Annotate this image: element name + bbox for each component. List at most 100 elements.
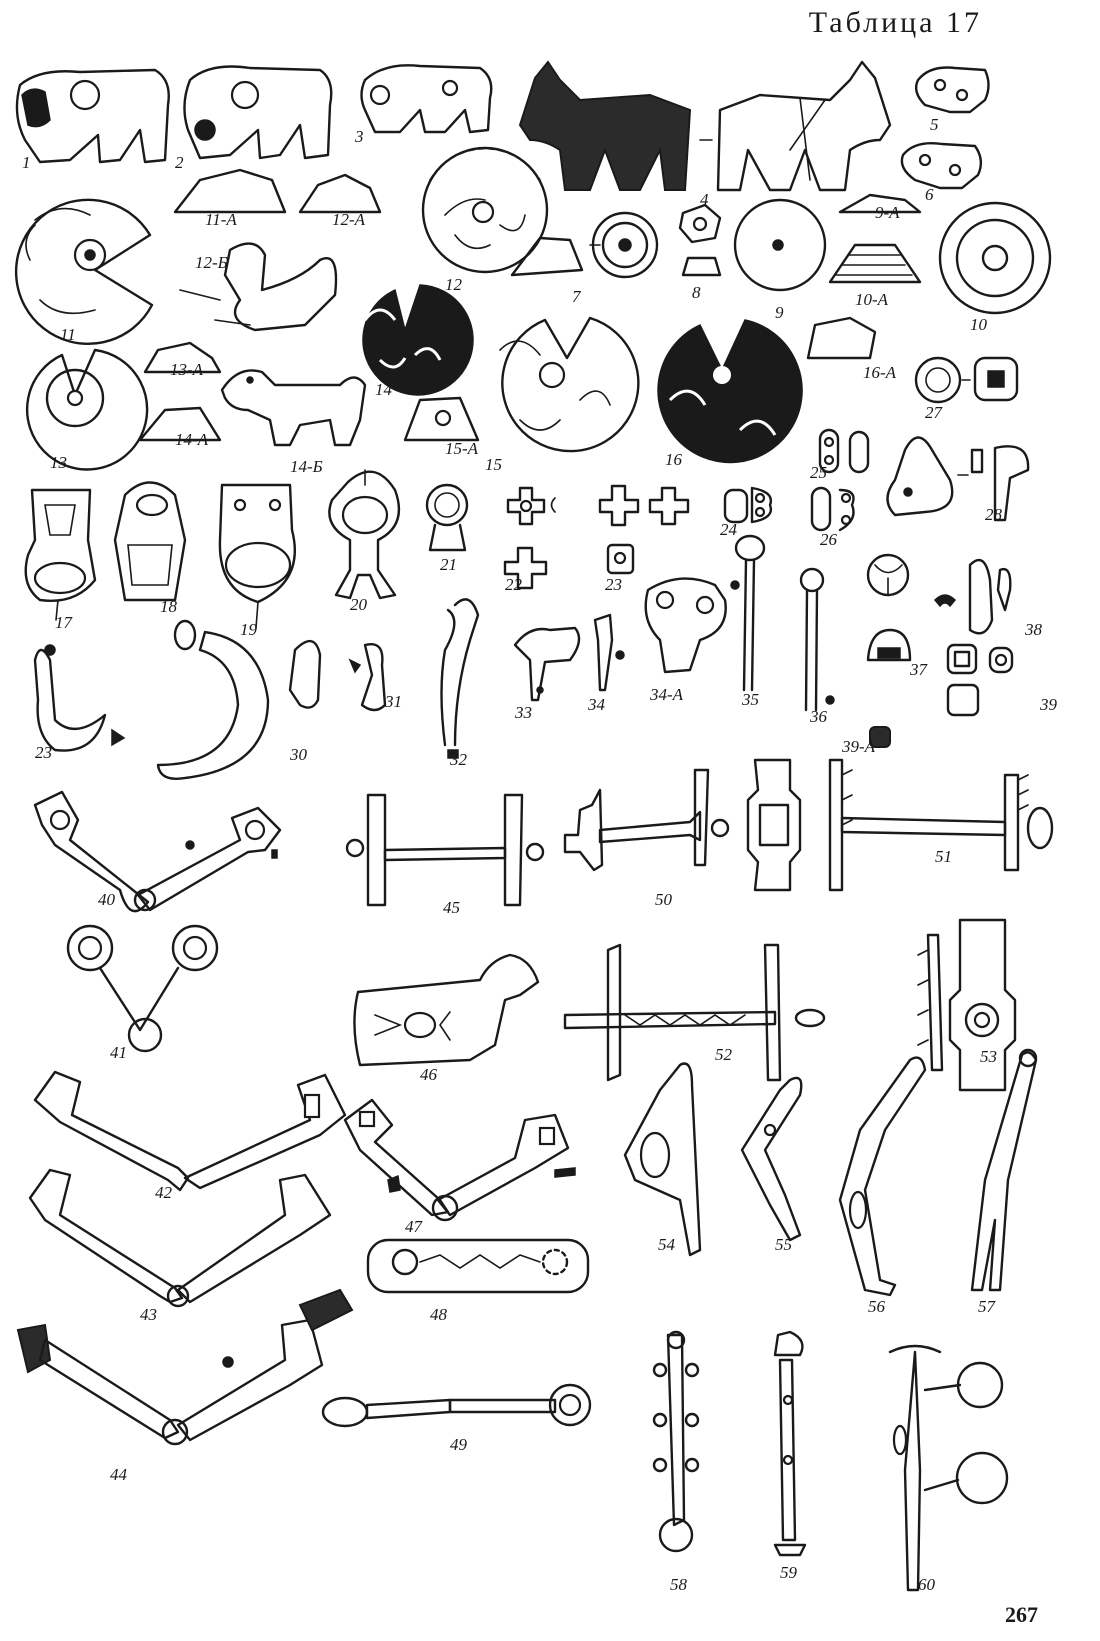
figure-label: 49 (450, 1435, 468, 1454)
figure-11-openwork-disc (14, 198, 154, 345)
figure-label: 12 (445, 275, 463, 294)
figure-label: 47 (405, 1217, 424, 1236)
figure-label: 4 (700, 190, 709, 209)
figure-39-square-beads (946, 643, 1014, 717)
figure-label: 23 (605, 575, 622, 594)
figure-label: 52 (715, 1045, 733, 1064)
figure-label: 5 (930, 115, 939, 134)
figure-25-figure-eight (818, 428, 870, 474)
figure-2-animal-plaque (183, 65, 333, 160)
figure-54-cheekpiece (623, 1062, 702, 1257)
page-number: 267 (1005, 1602, 1038, 1627)
figure-label: 19 (240, 620, 258, 639)
figure-label: 44 (110, 1465, 128, 1484)
figure-8-small-cap (678, 203, 722, 277)
figure-40-snaffle-bit (33, 790, 282, 913)
figure-26-figure-eight (810, 486, 855, 532)
figure-label: 10 (970, 315, 988, 334)
figure-6-small-plaque (900, 141, 983, 190)
figure-23-crescent-hook (33, 644, 126, 752)
figure-21-ring-fitting (425, 483, 469, 552)
figure-label: 23 (35, 743, 52, 762)
figure-label: 21 (440, 555, 457, 574)
figure-label: 15 (485, 455, 502, 474)
figure-47-bit-with-square-ends (343, 1098, 576, 1222)
figure-label: 16 (665, 450, 683, 469)
figure-label: 11 (60, 325, 76, 344)
figure-label: 14-Б (290, 457, 323, 476)
figure-label: 31 (384, 692, 402, 711)
figure-label: 37 (909, 660, 929, 679)
figure-51-bit-with-spiked-cheekpieces (746, 758, 1054, 892)
figure-label: 36 (809, 707, 828, 726)
figure-16A-profile (806, 316, 877, 360)
figure-52-twisted-bit (563, 943, 826, 1082)
figure-13-disc (25, 348, 149, 471)
figure-55-cheekpiece (740, 1076, 803, 1242)
figure-label: 59 (780, 1563, 798, 1582)
figure-43-bit (28, 1168, 332, 1308)
figure-label: 15-А (445, 439, 479, 458)
figure-30-crescent-tusk (156, 619, 270, 780)
figure-label: 38 (1024, 620, 1043, 639)
figure-19-buckle (218, 483, 296, 629)
figure-label: 51 (935, 847, 952, 866)
figure-label: 40 (98, 890, 116, 909)
figure-44-bit (16, 1288, 354, 1446)
figure-label: 18 (160, 597, 178, 616)
figure-label: 10-А (855, 290, 889, 309)
figure-39A-square-bead (869, 726, 891, 748)
figure-34-small-pin (593, 613, 625, 692)
figure-37-bead (866, 553, 912, 662)
figure-58-cheekpiece-with-knobs (652, 1330, 700, 1553)
figure-label: 22 (505, 575, 523, 594)
figure-label: 34 (587, 695, 606, 714)
figure-label: 20 (350, 595, 368, 614)
figure-3-animal-plaque (360, 64, 493, 134)
figure-label: 12-А (332, 210, 366, 229)
figure-36-ring-pin (799, 567, 835, 712)
figure-label: 55 (775, 1235, 792, 1254)
figure-label: 24 (720, 520, 738, 539)
figure-label: 35 (741, 690, 759, 709)
figure-31-curved-fitting (288, 640, 387, 712)
figure-28-pendant-pair (886, 436, 1030, 522)
figure-60-cheekpiece-with-discs (888, 1344, 1009, 1592)
figure-label: 27 (925, 403, 944, 422)
figure-label: 9-А (875, 203, 900, 222)
figure-label: 14 (375, 380, 393, 399)
figure-24-double-button (723, 486, 773, 524)
figure-14A-profile (138, 406, 222, 442)
figure-9A-profile (838, 193, 922, 214)
figure-14B-beast-drawing (220, 369, 367, 447)
figure-label: 39-А (841, 737, 876, 756)
figure-20-strap-fitting (328, 469, 401, 600)
figure-32-s-hook (440, 598, 480, 759)
figure-38-hook (933, 558, 1012, 635)
figure-34A-animal-head (644, 577, 727, 674)
figure-22-cross-fitting (503, 486, 556, 590)
figure-label: 48 (430, 1305, 448, 1324)
figure-label: 60 (918, 1575, 936, 1594)
plate-title: Таблица 17 (808, 6, 982, 39)
figure-label: 26 (820, 530, 838, 549)
figure-35-ring-pin (730, 534, 766, 692)
figure-7-cone-and-ring (510, 211, 659, 279)
figure-16-black-disc (657, 319, 803, 464)
figure-label: 45 (443, 898, 460, 917)
figure-label: 34-А (649, 685, 684, 704)
figure-15A-profile (403, 396, 480, 442)
figure-56-cheekpiece (838, 1056, 927, 1297)
figure-4-horse-figurines (518, 60, 892, 192)
figure-label: 7 (572, 287, 582, 306)
figure-label: 6 (925, 185, 934, 204)
figure-33-animal-pin (513, 626, 581, 702)
figure-label: 54 (658, 1235, 676, 1254)
figure-label: 25 (810, 463, 827, 482)
figure-12-disc (421, 146, 549, 274)
figure-label: 9 (775, 303, 784, 322)
figure-9-disc (733, 198, 827, 292)
figure-label: 33 (514, 703, 532, 722)
figure-53-spiked-cheekpiece (917, 918, 1017, 1092)
